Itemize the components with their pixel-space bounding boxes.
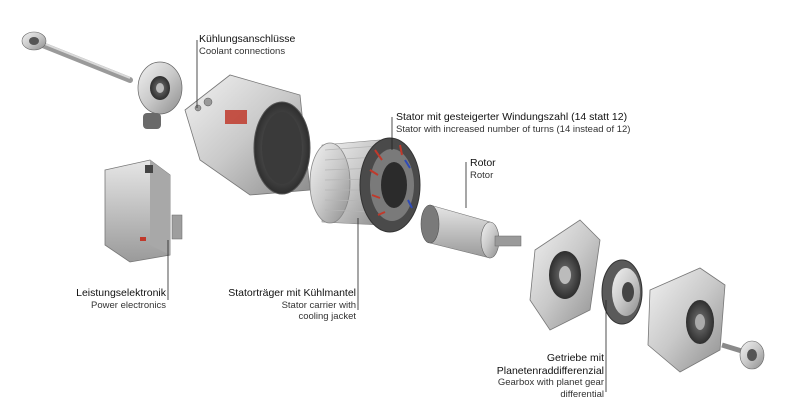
rotor (420, 204, 522, 259)
gearbox-housing (647, 267, 726, 373)
label-gearbox-de2: Planetenraddifferenzial (496, 364, 604, 377)
drive-shaft (21, 31, 133, 83)
label-rotor-en: Rotor (470, 169, 494, 181)
label-stator-de: Stator mit gesteigerter Windungszahl (14… (396, 111, 628, 123)
label-stator-en: Stator with increased number of turns (1… (396, 123, 631, 135)
planetary-gear (601, 259, 643, 325)
label-gearbox-de1: Getriebe mit (546, 352, 604, 364)
motor-housing (184, 74, 311, 196)
label-stator: Stator mit gesteigerter Windungszahl (14… (396, 111, 630, 135)
label-rotor-de: Rotor (470, 157, 496, 169)
label-carrier-en2: cooling jacket (298, 311, 356, 322)
label-coolant: Kühlungsanschlüsse Coolant connections (199, 33, 295, 57)
output-flange (721, 340, 765, 370)
label-coolant-de: Kühlungsanschlüsse (199, 33, 296, 45)
label-carrier: Statorträger mit Kühlmantel Stator carri… (208, 287, 356, 323)
label-power-en: Power electronics (91, 299, 166, 311)
end-flange (137, 61, 183, 129)
label-coolant-en: Coolant connections (199, 45, 286, 57)
stator (359, 137, 421, 233)
power-electronics-unit (104, 159, 183, 263)
label-gearbox-en2: differential (560, 388, 604, 400)
label-carrier-en1: Stator carrier with (281, 299, 356, 311)
label-power: Leistungselektronik Power electronics (58, 287, 166, 311)
gearbox-cover (529, 219, 601, 331)
label-gearbox-en1: Gearbox with planet gear (497, 377, 604, 388)
label-carrier-de: Statorträger mit Kühlmantel (228, 287, 356, 299)
label-power-de: Leistungselektronik (76, 287, 166, 299)
label-gearbox: Getriebe mit Planetenraddifferenzial Gea… (470, 352, 604, 400)
label-rotor: Rotor Rotor (470, 157, 496, 181)
